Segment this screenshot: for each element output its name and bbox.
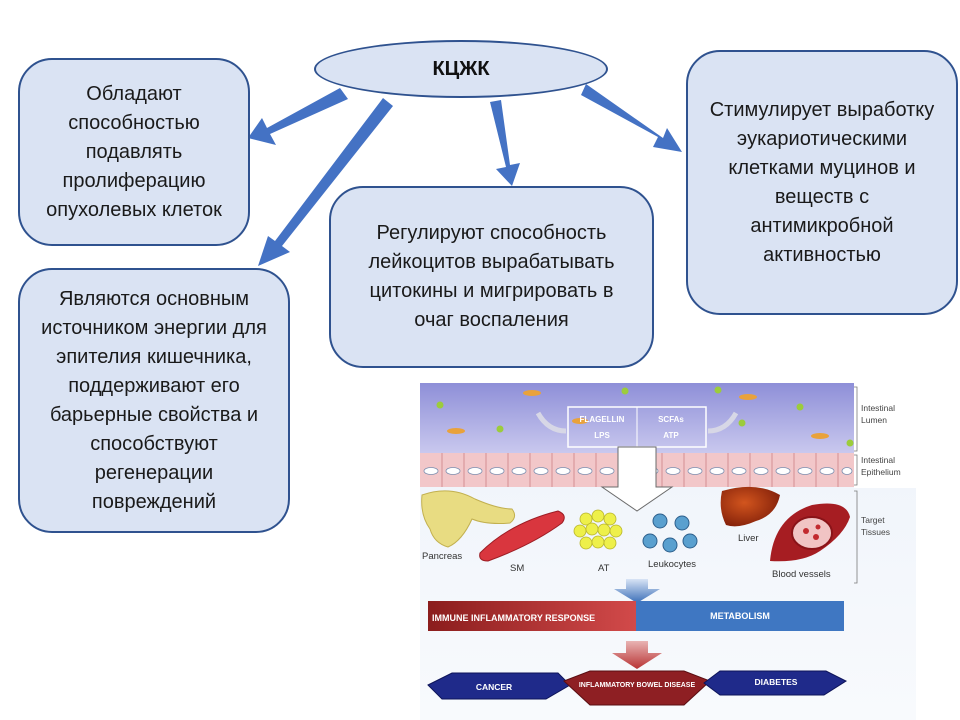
tissue-blood-vessels: Blood vessels [772, 569, 831, 580]
box-right-text: Стимулирует выработку эукариотическими к… [709, 98, 935, 266]
box-middle-text: Регулируют способность лейкоцитов выраба… [368, 222, 615, 331]
epithelium-down-arrow [600, 446, 674, 512]
disease-cancer: CANCER [476, 682, 512, 692]
box-middle: Регулируют способность лейкоцитов выраба… [329, 186, 654, 368]
center-label: КЦЖК [432, 57, 490, 80]
tissues-down-arrow [614, 579, 660, 603]
disease-diabetes-block [703, 670, 848, 696]
arrow-to-right [581, 84, 682, 152]
molecule-lps: LPS [594, 431, 610, 440]
disease-diabetes: DIABETES [755, 677, 798, 687]
box-right: Стимулирует выработку эукариотическими к… [686, 50, 958, 315]
molecule-atp: ATP [663, 431, 679, 440]
molecule-flagellin: FLAGELLIN [580, 415, 625, 424]
adipose-illustration [573, 509, 623, 550]
liver-illustration [720, 486, 780, 527]
response-metabolism: METABOLISM [710, 611, 770, 621]
disease-ibd: INFLAMMATORY BOWEL DISEASE [579, 682, 696, 689]
tissue-pancreas: Pancreas [422, 551, 462, 562]
muscle-illustration [479, 510, 565, 562]
box-top-left: Обладают способностью подавлять пролифер… [18, 58, 250, 246]
arrow-to-bottom-left [258, 98, 393, 266]
response-immune: IMMUNE INFLAMMATORY RESPONSE [432, 613, 595, 623]
box-bottom-left: Являются основным источником энергии для… [18, 268, 290, 533]
lumen-bacteria [447, 390, 829, 439]
box-bottom-left-text: Являются основным источником энергии для… [41, 287, 267, 513]
molecule-scfas: SCFAs [658, 415, 684, 424]
arrow-to-top-left [248, 88, 348, 145]
blood-vessel-illustration [770, 503, 850, 562]
leukocytes-illustration [642, 513, 698, 553]
center-ellipse: КЦЖК [314, 40, 608, 98]
tissue-at: AT [598, 563, 610, 574]
response-down-arrow [612, 641, 662, 669]
pancreas-illustration [421, 490, 516, 548]
box-top-left-text: Обладают способностью подавлять пролифер… [46, 82, 222, 221]
tissue-sm: SM [510, 563, 524, 574]
tissue-liver: Liver [738, 533, 759, 544]
arrow-to-middle [490, 100, 520, 186]
tissue-leukocytes: Leukocytes [648, 559, 696, 570]
lumen-molecules [436, 386, 854, 447]
